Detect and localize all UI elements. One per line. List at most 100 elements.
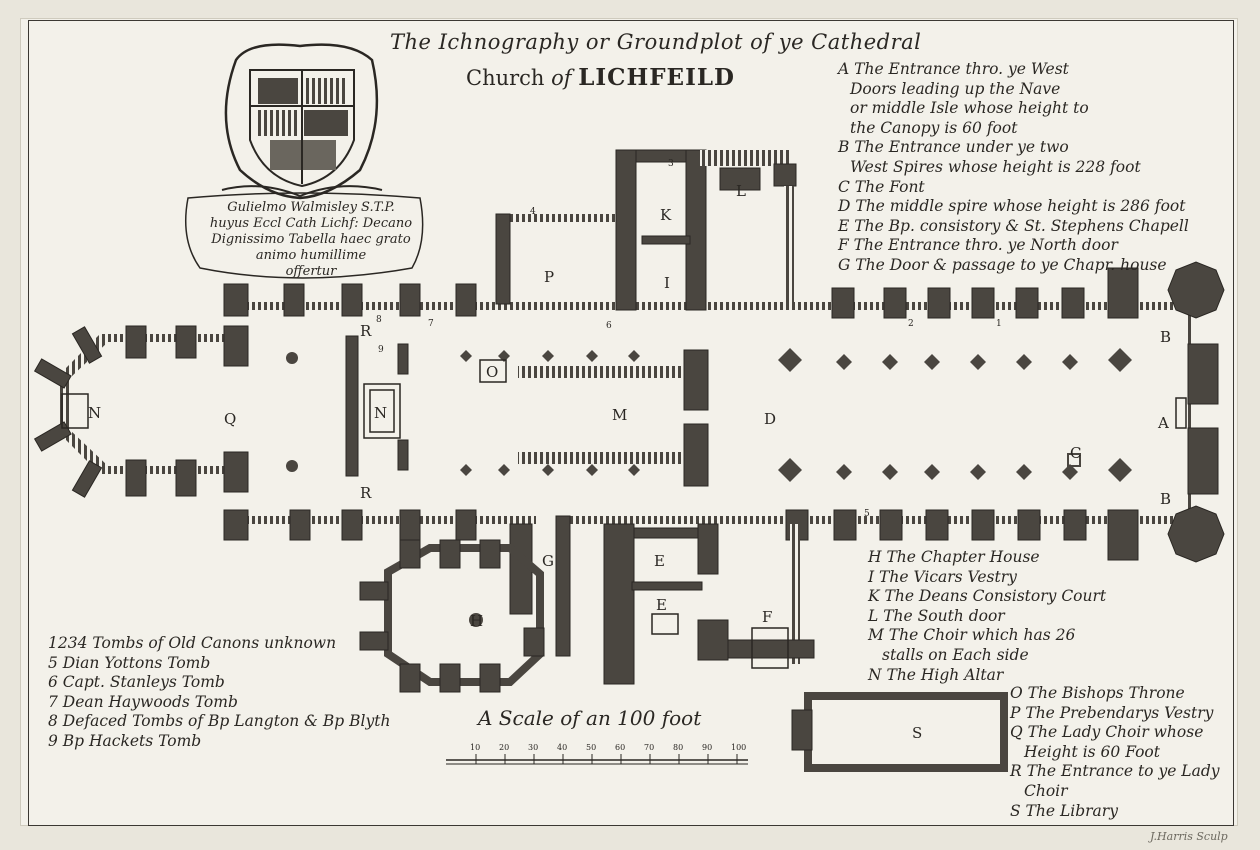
furnishings	[61, 359, 1187, 669]
label-E-upper: E	[654, 552, 665, 570]
label-C: C	[1070, 444, 1081, 462]
legend-line: or middle Isle whose height to	[850, 99, 1089, 118]
label-A: A	[1157, 414, 1169, 432]
legend-line: M The Choir which has 26	[868, 626, 1076, 645]
scale-tick-label: 20	[499, 743, 509, 752]
legend-throne-library: O The Bishops Throne P The Prebendarys V…	[1010, 684, 1220, 821]
label-N-lady-chapel: N	[88, 404, 101, 422]
dedication-line-2: huyus Eccl Cath Lichf: Decano	[209, 216, 413, 231]
label-G: G	[542, 552, 554, 570]
title-of: of	[551, 66, 572, 90]
label-F: F	[762, 608, 772, 626]
legend-line: L The South door	[868, 606, 1005, 625]
cathedral-walls	[33, 149, 1225, 772]
legend-tombs: 1234 Tombs of Old Canons unknown 5 Dian …	[48, 634, 390, 752]
legend-line: D The middle spire whose height is 286 f…	[838, 197, 1186, 216]
tomb-9: 9	[378, 345, 384, 355]
label-R-north: R	[360, 322, 372, 340]
legend-line: 5 Dian Yottons Tomb	[48, 653, 211, 672]
legend-line: Height is 60 Foot	[1024, 742, 1160, 761]
label-E-lower: E	[656, 596, 667, 614]
label-P: P	[544, 268, 554, 286]
legend-line: R The Entrance to ye Lady	[1010, 762, 1220, 781]
legend-line: Choir	[1024, 781, 1068, 800]
legend-line: 9 Bp Hackets Tomb	[48, 731, 202, 750]
plate-border	[28, 20, 1234, 826]
tomb-numbers: 1 2 3 4 5 6 7 8 9	[376, 159, 1002, 519]
label-I: I	[664, 274, 670, 292]
label-H: H	[470, 612, 483, 630]
dedication-line-1: Gulielmo Walmisley S.T.P.	[227, 200, 395, 215]
tomb-5: 5	[864, 509, 870, 519]
label-D: D	[764, 410, 776, 428]
label-M: M	[612, 406, 627, 424]
dedication-line-3: Dignissimo Tabella haec grato	[211, 232, 411, 247]
label-N-high-altar: N	[374, 404, 387, 422]
tomb-8: 8	[376, 315, 382, 325]
legend-line: C The Font	[838, 177, 925, 196]
legend-line: G The Door & passage to ye Chapr. house	[838, 255, 1167, 274]
title-line-2: Church of LICHFEILD	[466, 64, 735, 91]
legend-line: Q The Lady Choir whose	[1010, 723, 1204, 742]
tomb-2: 2	[908, 319, 914, 329]
tomb-7: 7	[428, 319, 434, 329]
title-line-1: The Ichnography or Groundplot of ye Cath…	[390, 30, 922, 54]
legend-line: S The Library	[1010, 801, 1118, 820]
label-O: O	[486, 363, 498, 381]
scale-tick-label: 80	[673, 743, 683, 752]
dedication-text: Gulielmo Walmisley S.T.P. huyus Eccl Cat…	[196, 200, 426, 280]
legend-line: 1234 Tombs of Old Canons unknown	[48, 634, 337, 652]
label-Q: Q	[224, 410, 236, 428]
scale-ticks: 10 20 30 40 50 60 70 80 90 100	[470, 743, 746, 764]
tomb-1: 1	[996, 319, 1002, 329]
scale-bar: 10 20 30 40 50 60 70 80 90 100	[446, 743, 748, 765]
dedication-cartouche	[185, 192, 424, 279]
legend-line: the Canopy is 60 foot	[850, 118, 1018, 137]
legend-line: A The Entrance thro. ye West	[838, 60, 1069, 78]
legend-line: E The Bp. consistory & St. Stephens Chap…	[838, 216, 1189, 235]
legend-line: K The Deans Consistory Court	[868, 587, 1107, 606]
dedication-line-5: offertur	[285, 264, 337, 279]
scale-tick-label: 100	[731, 743, 746, 752]
scale-tick-label: 50	[586, 743, 596, 752]
legend-line: West Spires whose height is 228 foot	[850, 157, 1141, 176]
tomb-3: 3	[668, 159, 674, 169]
legend-line: O The Bishops Throne	[1010, 684, 1185, 702]
scale-tick-label: 10	[470, 743, 480, 752]
legend-line: F The Entrance thro. ye North door	[838, 236, 1118, 255]
legend-line: stalls on Each side	[882, 645, 1029, 664]
label-L: L	[736, 182, 746, 200]
legend-line: B The Entrance under ye two	[838, 138, 1069, 157]
label-B-south: B	[1160, 490, 1171, 508]
title-church: Church	[466, 66, 545, 90]
legend-line: 8 Defaced Tombs of Bp Langton & Bp Blyth	[48, 712, 391, 731]
engraver-signature: J.Harris Sculp	[1150, 830, 1228, 843]
label-R-south: R	[360, 484, 372, 502]
legend-entrances: A The Entrance thro. ye West Doors leadi…	[838, 60, 1189, 276]
scale-tick-label: 30	[528, 743, 538, 752]
plan-letter-labels: A B B C D E E F G H I K L M N N O P Q R …	[88, 182, 1171, 742]
title-lichfeild: LICHFEILD	[578, 64, 735, 91]
scale-tick-label: 90	[702, 743, 712, 752]
legend-line: I The Vicars Vestry	[868, 567, 1017, 586]
scale-tick-label: 60	[615, 743, 625, 752]
tomb-6: 6	[606, 321, 612, 331]
scale-tick-label: 70	[644, 743, 654, 752]
legend-line: H The Chapter House	[868, 548, 1040, 566]
scale-tick-label: 40	[557, 743, 567, 752]
dedication-line-4: animo humillime	[255, 248, 367, 263]
legend-line: 7 Dean Haywoods Tomb	[48, 692, 238, 711]
nave-piers	[286, 348, 1132, 627]
legend-line: N The High Altar	[868, 665, 1004, 684]
scale-title: A Scale of an 100 foot	[478, 706, 702, 730]
legend-line: Doors leading up the Nave	[850, 79, 1061, 98]
legend-line: 6 Capt. Stanleys Tomb	[48, 673, 225, 692]
legend-chapter-house: H The Chapter House I The Vicars Vestry …	[868, 548, 1106, 685]
coat-of-arms	[221, 43, 383, 200]
legend-line: P The Prebendarys Vestry	[1010, 703, 1214, 722]
label-S: S	[912, 724, 922, 742]
label-B-north: B	[1160, 328, 1171, 346]
label-K: K	[660, 206, 672, 224]
tomb-4: 4	[530, 207, 536, 217]
